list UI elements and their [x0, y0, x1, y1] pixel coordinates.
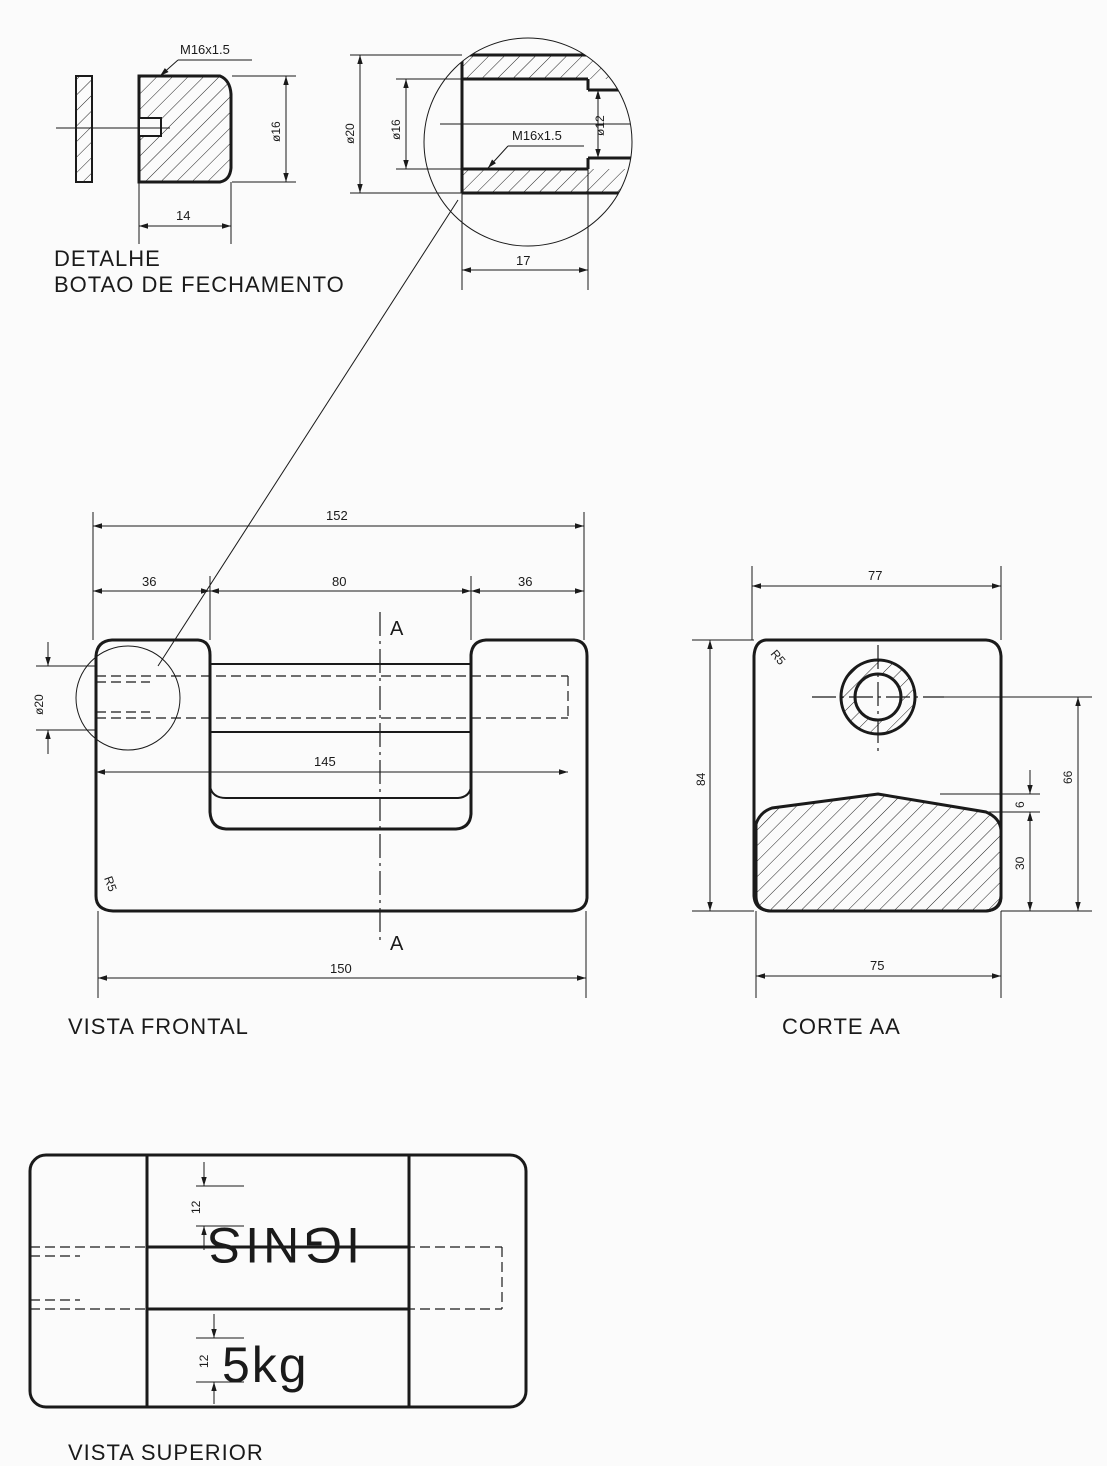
- detail-leader: [157, 199, 459, 667]
- section-dim-fill: 30: [1013, 856, 1027, 870]
- detail-view: M16x1.5 ø16 14 ø20: [54, 37, 633, 297]
- front-radius: R5: [101, 874, 120, 894]
- top-title: VISTA SUPERIOR: [68, 1440, 264, 1465]
- detail-title-line1: DETALHE: [54, 246, 161, 271]
- front-dim-right: 36: [518, 574, 532, 589]
- front-detail-circle: [75, 645, 181, 751]
- detail-button-dia: ø16: [269, 121, 283, 142]
- detail-bore-length: 17: [516, 253, 530, 268]
- section-dim-height: 84: [694, 772, 708, 786]
- front-view: A A 152 36 80 36 ø20 145 R5 150 VISTA FR…: [32, 508, 589, 1039]
- detail-bore-dia: ø12: [593, 115, 607, 136]
- detail-outer-dia: ø20: [343, 123, 357, 144]
- top-dim-text-weight: 12: [197, 1354, 211, 1368]
- detail-thread-label: M16x1.5: [180, 42, 230, 57]
- section-mark-bottom: A: [390, 933, 404, 955]
- section-radius: R5: [768, 647, 789, 668]
- front-dim-left: 36: [142, 574, 156, 589]
- top-view: IGNIS 5kg 12 12 VISTA SUPERIOR: [28, 1153, 528, 1465]
- section-fill: [754, 792, 1003, 913]
- front-dim-overall-top: 152: [326, 508, 348, 523]
- section-dim-top: 77: [868, 568, 882, 583]
- top-dim-text-brand: 12: [189, 1200, 203, 1214]
- section-mark-top: A: [390, 618, 404, 640]
- section-title: CORTE AA: [782, 1014, 901, 1039]
- front-dim-hole: ø20: [32, 694, 46, 715]
- section-dim-hole-height: 66: [1061, 770, 1075, 784]
- engraving-weight: 5kg: [222, 1337, 309, 1393]
- front-dim-hole-length: 145: [314, 754, 336, 769]
- detail-button-length: 14: [176, 208, 190, 223]
- detail-circle: [423, 37, 633, 247]
- detail-title-line2: BOTAO DE FECHAMENTO: [54, 272, 345, 297]
- section-dim-bottom: 75: [870, 958, 884, 973]
- section-view: R5 77 84 66 6 30 75 CORTE AA: [692, 566, 1092, 1039]
- top-outline: [28, 1153, 528, 1409]
- engraving-brand: IGNIS: [204, 1217, 360, 1273]
- front-outline: [94, 638, 589, 913]
- section-dim-slope: 6: [1013, 801, 1027, 808]
- front-dim-middle: 80: [332, 574, 346, 589]
- front-title: VISTA FRONTAL: [68, 1014, 249, 1039]
- detail-button: [137, 74, 233, 184]
- front-dim-overall-bottom: 150: [330, 961, 352, 976]
- detail-hole-thread: M16x1.5: [512, 128, 562, 143]
- detail-inner-dia: ø16: [389, 119, 403, 140]
